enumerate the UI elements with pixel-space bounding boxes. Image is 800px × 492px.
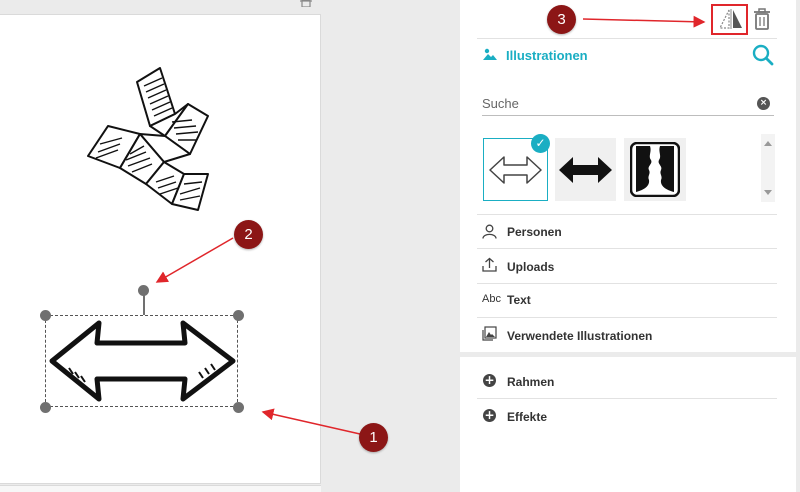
menu-item-uploads[interactable]: Uploads (507, 260, 555, 274)
rotation-line (143, 294, 145, 315)
double-arrow-illustration[interactable] (49, 318, 236, 404)
used-illustrations-icon (482, 326, 497, 341)
text-abc-icon: Abc (482, 293, 501, 305)
divider (477, 248, 777, 249)
selected-check-icon: ✓ (531, 134, 550, 153)
rotation-handle[interactable] (138, 285, 149, 296)
small-trash-icon[interactable] (300, 0, 312, 7)
plus-circle-icon[interactable]: + (483, 373, 496, 387)
landscape-image-icon (483, 48, 497, 60)
trash-icon[interactable] (753, 8, 771, 30)
flip-button-highlight (711, 4, 748, 35)
menu-item-verwendete-illustrationen[interactable]: Verwendete Illustrationen (507, 329, 653, 343)
thumbnail-scrollbar[interactable] (761, 134, 775, 202)
scroll-up-icon[interactable] (764, 141, 772, 146)
thumbnail-faces[interactable] (624, 138, 686, 201)
resize-handle-top-right[interactable] (233, 310, 244, 321)
brochure-illustration[interactable] (80, 64, 215, 214)
search-field: × (482, 92, 774, 116)
resize-handle-top-left[interactable] (40, 310, 51, 321)
annotation-badge-2: 2 (234, 220, 263, 249)
plus-circle-icon[interactable]: + (483, 408, 496, 422)
menu-item-personen[interactable]: Personen (507, 225, 562, 239)
menu-item-text[interactable]: Text (507, 293, 531, 307)
divider (477, 398, 777, 399)
resize-handle-bottom-left[interactable] (40, 402, 51, 413)
flip-horizontal-icon[interactable] (718, 8, 744, 30)
annotation-badge-3: 3 (547, 5, 576, 34)
upload-icon (482, 257, 497, 272)
option-rahmen[interactable]: Rahmen (507, 375, 555, 389)
divider (477, 214, 777, 215)
illustrations-title[interactable]: Illustrationen (506, 48, 588, 63)
scroll-down-icon[interactable] (764, 190, 772, 195)
divider (477, 283, 777, 284)
person-icon (482, 224, 497, 239)
canvas-bottom-strip (0, 485, 321, 492)
resize-handle-bottom-right[interactable] (233, 402, 244, 413)
divider (477, 38, 777, 39)
search-icon[interactable] (752, 44, 774, 66)
thumbnail-solid-arrow[interactable] (555, 138, 616, 201)
divider (477, 317, 777, 318)
option-effekte[interactable]: Effekte (507, 410, 548, 424)
selection-box[interactable] (45, 315, 238, 407)
search-input[interactable] (482, 92, 752, 114)
annotation-badge-1: 1 (359, 423, 388, 452)
options-panel (460, 357, 796, 492)
clear-icon[interactable]: × (757, 97, 770, 110)
